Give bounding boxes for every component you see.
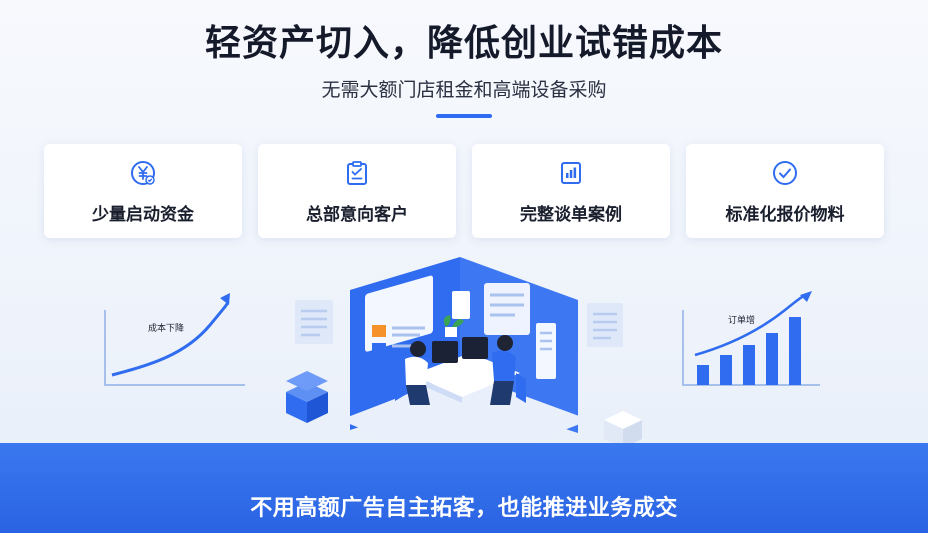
order-growth-chart: 订单增: [682, 291, 820, 386]
footer-banner: [0, 443, 928, 533]
feature-cards: 少量启动资金 总部意向客户 完整谈单案例 标准化报价物料: [44, 144, 884, 238]
page-subtitle: 无需大额门店租金和高端设备采购: [321, 79, 607, 101]
feature-card-label: 少量启动资金: [92, 205, 194, 225]
check-circle-icon: [773, 161, 797, 185]
feature-card-startup-funds: 少量启动资金: [44, 144, 242, 238]
footer-slogan: 不用高额广告自主拓客，也能推进业务成交: [250, 496, 678, 521]
feature-card-label: 标准化报价物料: [725, 205, 845, 225]
arrow-up-icon: [220, 293, 230, 305]
office-illustration: 成本下降: [104, 257, 820, 445]
arrow-up-icon: [800, 291, 812, 302]
document-panel-icon: [587, 303, 623, 347]
blue-cube-icon: [286, 371, 328, 423]
title-divider: [436, 114, 492, 118]
feature-card-label: 完整谈单案例: [520, 205, 622, 225]
chart-label-cost: 成本下降: [148, 322, 184, 334]
feature-card-label: 总部意向客户: [306, 205, 408, 225]
cost-down-chart: 成本下降: [104, 293, 245, 386]
feature-card-deal-cases: 完整谈单案例: [472, 144, 670, 238]
white-cube-icon: [604, 411, 642, 445]
book-chart-icon: [561, 162, 581, 184]
clipboard-check-icon: [347, 161, 367, 185]
page-title: 轻资产切入，降低创业试错成本: [204, 23, 723, 64]
document-panel-icon: [295, 300, 333, 344]
yen-coin-icon: [131, 161, 155, 185]
feature-card-hq-clients: 总部意向客户: [258, 144, 456, 238]
office-room: [340, 257, 590, 445]
chart-label-orders: 订单增: [728, 314, 755, 326]
feature-card-standard-quotes: 标准化报价物料: [686, 144, 884, 238]
